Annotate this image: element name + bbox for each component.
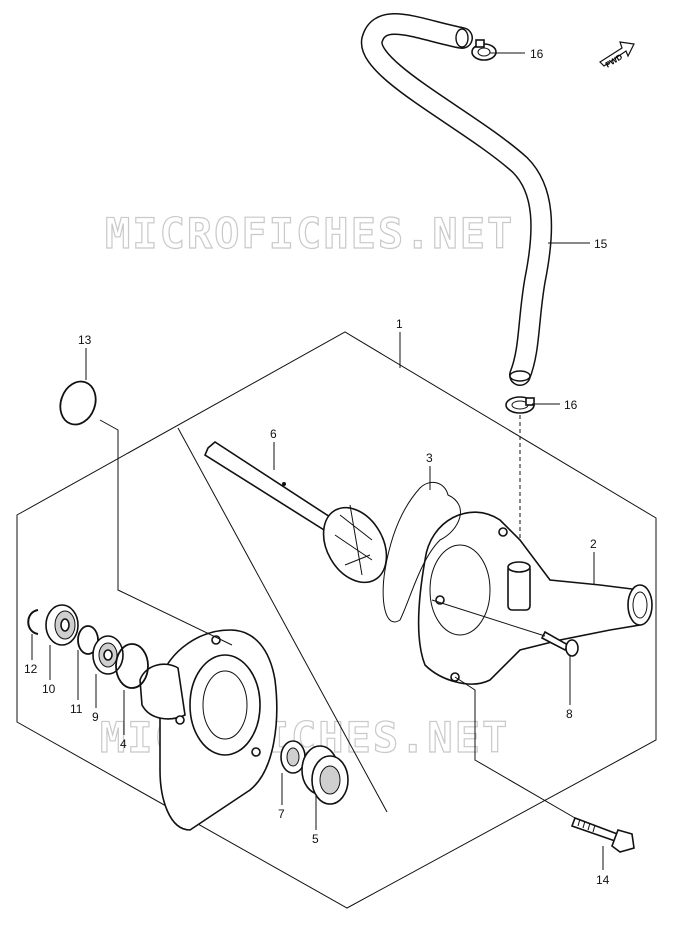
callout-4: 4 [120,737,127,751]
callout-16-bottom: 16 [564,398,578,412]
o-ring-gasket [382,481,461,623]
pump-cover [139,629,278,831]
o-ring-large [59,380,97,426]
screw [540,630,579,657]
leader-lines [31,52,604,870]
callout-5: 5 [312,832,319,846]
divider-line [177,427,388,813]
callout-2: 2 [590,537,597,551]
watermark-top: MICROFICHES.NET [105,209,514,258]
callout-6: 6 [270,427,277,441]
callout-9: 9 [92,710,99,724]
impeller-shaft [203,441,388,584]
callout-10: 10 [42,682,56,696]
callout-16-top: 16 [530,47,544,61]
assembly-outline [16,331,657,909]
callout-8: 8 [566,707,573,721]
callouts: 1 2 3 4 5 6 7 8 9 10 11 12 13 14 15 16 1… [24,47,610,887]
hose [360,13,553,386]
hose-clamp-top [471,39,497,61]
callout-14: 14 [596,873,610,887]
pump-body [417,511,653,685]
mechanical-seal-large [301,745,349,805]
callout-12: 12 [24,662,38,676]
callout-3: 3 [426,451,433,465]
callout-11: 11 [70,702,83,716]
bearing-10 [45,604,79,646]
callout-7: 7 [278,807,285,821]
callout-1: 1 [396,317,403,331]
callout-13: 13 [78,333,92,347]
o-ring-4 [115,643,149,689]
fwd-arrow-icon: FWD [599,41,635,70]
bolt [570,816,635,853]
callout-15: 15 [594,237,608,251]
circlip-12 [27,609,39,635]
hose-clamp-bottom [505,396,535,414]
